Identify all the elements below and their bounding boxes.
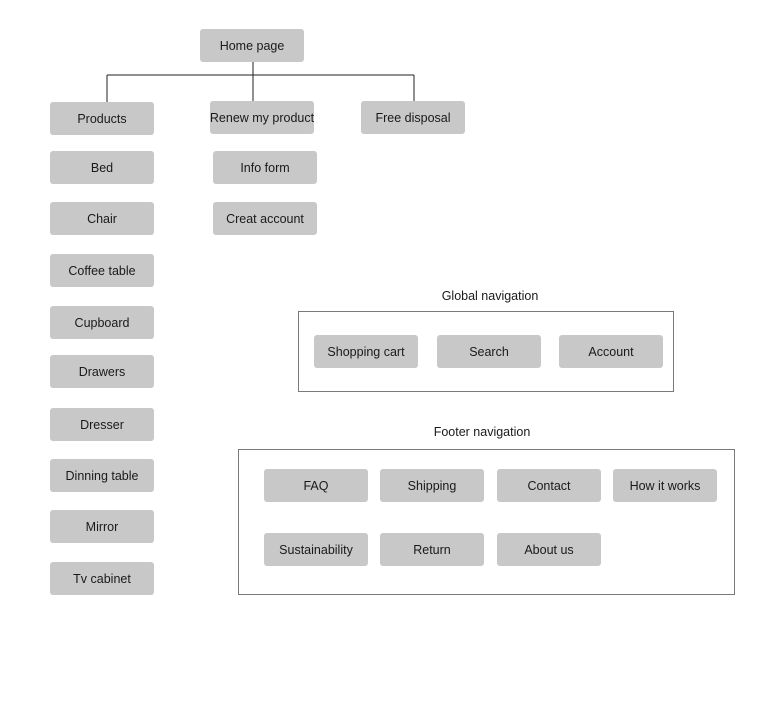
about-us-node[interactable]: About us <box>497 533 601 566</box>
return-node[interactable]: Return <box>380 533 484 566</box>
free-disposal-node[interactable]: Free disposal <box>361 101 465 134</box>
renew-my-product-node[interactable]: Renew my product <box>210 101 314 134</box>
products-node[interactable]: Products <box>50 102 154 135</box>
global-navigation-title: Global navigation <box>441 289 539 303</box>
global-navigation-frame <box>298 311 674 392</box>
home-page-node[interactable]: Home page <box>200 29 304 62</box>
chair-node[interactable]: Chair <box>50 202 154 235</box>
coffee-table-node[interactable]: Coffee table <box>50 254 154 287</box>
dresser-node[interactable]: Dresser <box>50 408 154 441</box>
mirror-node[interactable]: Mirror <box>50 510 154 543</box>
faq-node[interactable]: FAQ <box>264 469 368 502</box>
sustainability-node[interactable]: Sustainability <box>264 533 368 566</box>
bed-node[interactable]: Bed <box>50 151 154 184</box>
dinning-table-node[interactable]: Dinning table <box>50 459 154 492</box>
shopping-cart-node[interactable]: Shopping cart <box>314 335 418 368</box>
footer-navigation-title: Footer navigation <box>433 425 531 439</box>
how-it-works-node[interactable]: How it works <box>613 469 717 502</box>
shipping-node[interactable]: Shipping <box>380 469 484 502</box>
contact-node[interactable]: Contact <box>497 469 601 502</box>
creat-account-node[interactable]: Creat account <box>213 202 317 235</box>
info-form-node[interactable]: Info form <box>213 151 317 184</box>
footer-navigation-frame <box>238 449 735 595</box>
search-node[interactable]: Search <box>437 335 541 368</box>
account-node[interactable]: Account <box>559 335 663 368</box>
tv-cabinet-node[interactable]: Tv cabinet <box>50 562 154 595</box>
cupboard-node[interactable]: Cupboard <box>50 306 154 339</box>
drawers-node[interactable]: Drawers <box>50 355 154 388</box>
